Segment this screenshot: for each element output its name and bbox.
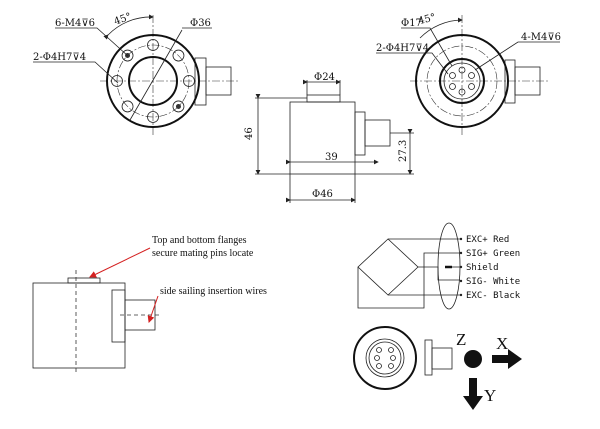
flange-note-line1: Top and bottom flanges [152,235,247,246]
connector-pin [468,83,475,90]
connector-pin [449,83,456,90]
body-diameter-label: Φ46 [312,189,333,200]
y-axis-label: Y [484,386,496,405]
wire-label: SIG- White [466,277,520,287]
thread-holes-label: 6-M4⊽6 [55,18,95,29]
wire-terminal [459,237,463,241]
connector-pin [458,88,466,96]
wire-label: EXC+ Red [466,235,509,245]
pin-holes-label: 2-Φ4H7⊽4 [33,52,86,63]
top-left-view: 6-M4⊽6 2-Φ4H7⊽4 45° Φ36 [33,11,240,135]
wire-terminal [459,265,463,269]
connector-pin [468,72,475,79]
pin-hole-mark [175,103,181,109]
top-diameter-label: Φ24 [314,72,335,83]
connector-pin [449,72,456,79]
bolt-hole [111,75,123,87]
bolt-circle-label: Φ36 [190,18,211,29]
bottom-view: Z X Y [353,326,522,410]
wire-label: SIG+ Green [466,249,520,259]
connector-height-label: 27.3 [398,140,409,162]
x-axis-arrow [492,349,522,369]
connector-pin [458,66,466,74]
z-axis-label: Z [456,330,466,349]
wire-label: EXC- Black [466,291,521,301]
angle-label: 45° [113,11,133,27]
height-label: 46 [244,127,255,140]
angle-label-right: 45° [417,12,437,27]
bolt-hole [121,49,134,62]
flange-note-line2: secure mating pins locate [152,248,254,259]
wires-note: side sailing insertion wires [160,286,267,297]
top-right-view: Φ17 45° 2-Φ4H7⊽4 4-M4⊽6 [376,12,561,135]
z-axis-dot [464,350,482,368]
x-axis-label: X [496,334,508,353]
inner-diameter-label: Φ17 [401,18,422,29]
y-axis-arrow [463,378,483,410]
bolt-hole [172,100,185,113]
pin-holes-label-right: 2-Φ4H7⊽4 [376,43,429,54]
wire-label: Shield [466,263,499,273]
bolt-hole [172,49,185,62]
connector-offset-label: 39 [325,152,338,163]
wire-terminal [459,251,463,255]
thread-holes-label-right: 4-M4⊽6 [521,32,561,43]
side-view: Φ24 46 39 27.3 Φ46 [244,72,414,203]
bolt-hole [147,111,159,123]
bolt-hole [121,100,134,113]
perspective-view: Top and bottom flanges secure mating pin… [32,235,267,375]
bolt-hole [183,75,195,87]
wire-terminal [459,293,463,297]
wire-terminal [459,279,463,283]
